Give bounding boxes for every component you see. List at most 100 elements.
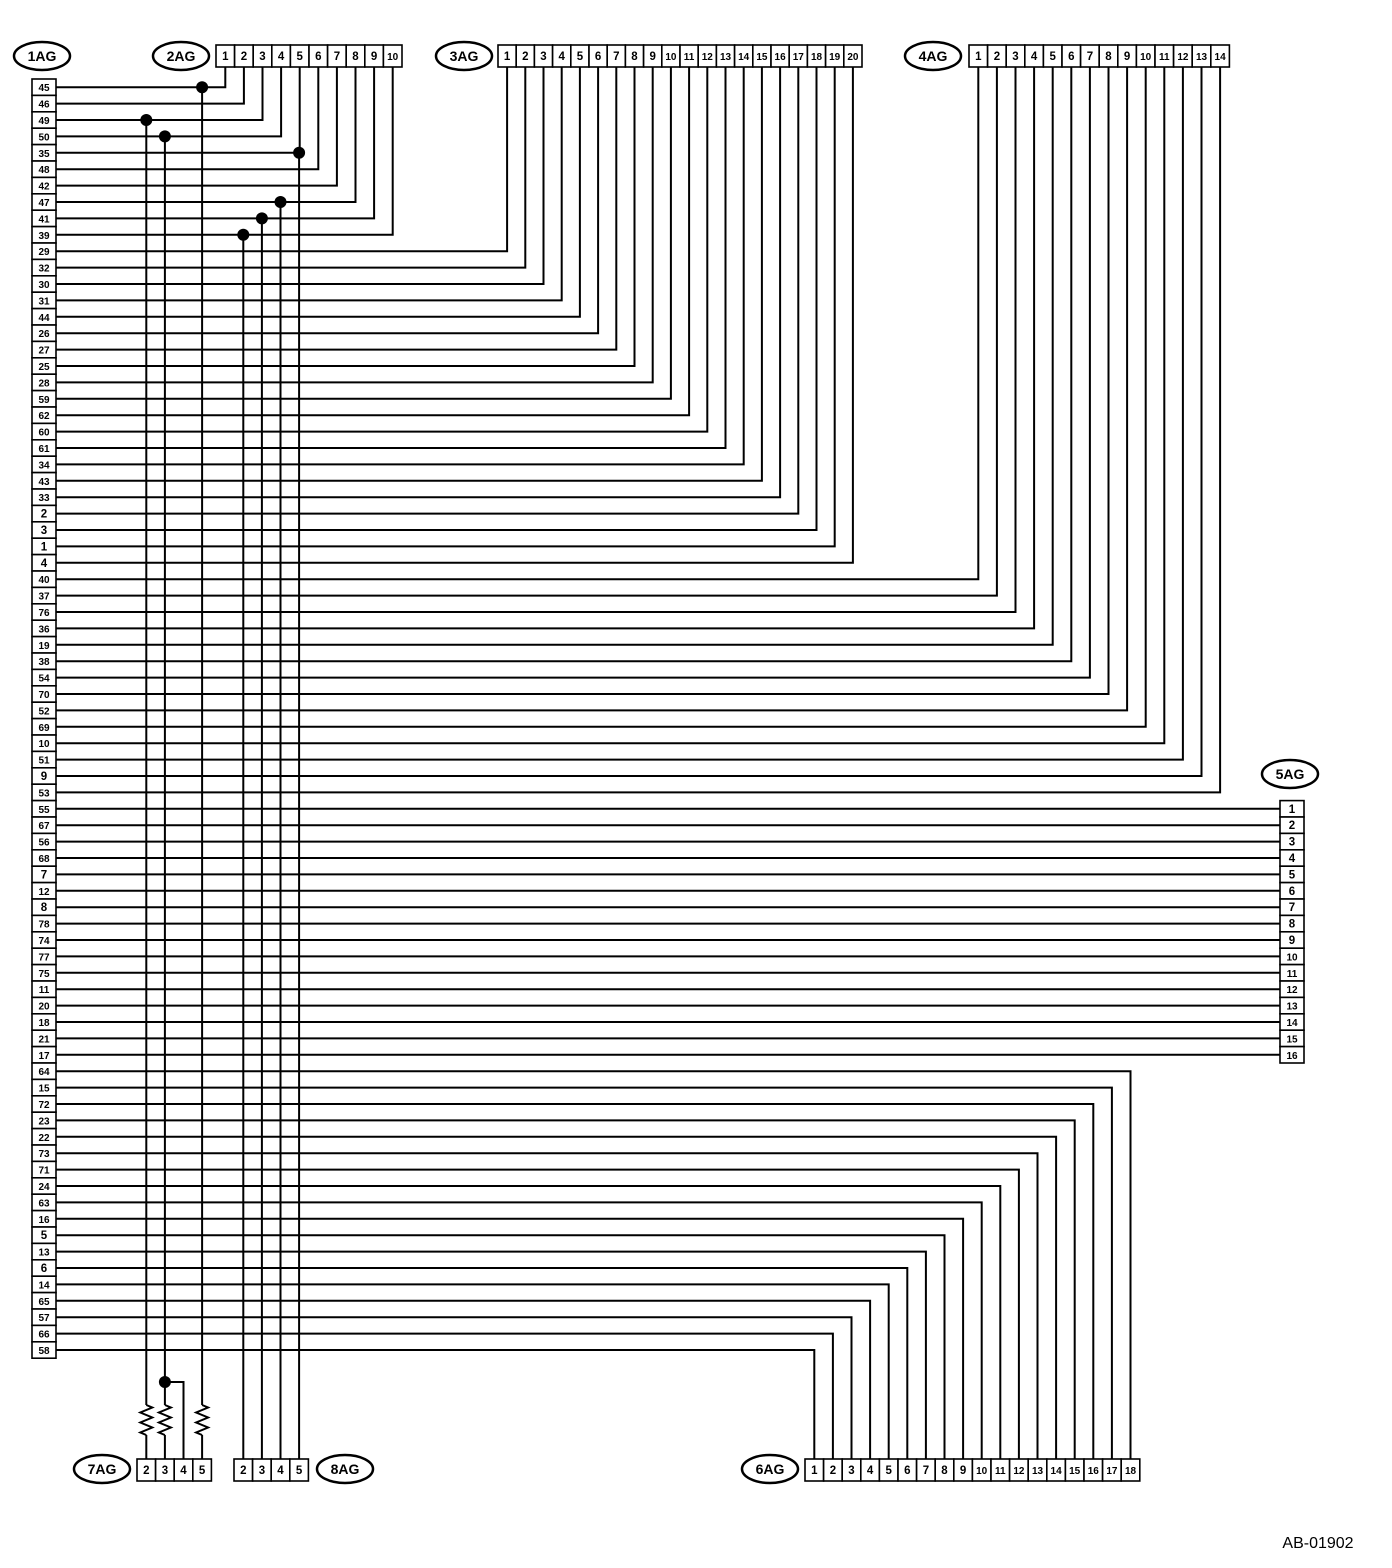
pin-1ag-48: 48 <box>31 160 57 179</box>
pin-3ag-7: 7 <box>606 44 627 68</box>
pin-1ag-38: 38 <box>31 652 57 671</box>
pin-5ag-12: 12 <box>1279 980 1305 999</box>
svg-text:2: 2 <box>41 509 47 521</box>
pin-1ag-53: 53 <box>31 783 57 802</box>
wires <box>56 67 1280 1459</box>
svg-text:8: 8 <box>1289 919 1296 931</box>
wire-1ag-9-4ag-13 <box>56 67 1203 777</box>
wire-1ag-34-3ag-14 <box>56 67 745 466</box>
svg-text:6: 6 <box>595 51 601 63</box>
wire-1ag-5-6ag-8 <box>56 1234 946 1459</box>
svg-text:22: 22 <box>38 1133 50 1144</box>
pin-1ag-64: 64 <box>31 1062 57 1081</box>
svg-text:7: 7 <box>613 51 619 63</box>
svg-text:65: 65 <box>38 1297 50 1308</box>
svg-text:16: 16 <box>38 1215 50 1226</box>
pin-1ag-65: 65 <box>31 1291 57 1310</box>
svg-text:47: 47 <box>38 198 50 209</box>
svg-text:12: 12 <box>702 52 714 63</box>
pin-1ag-15: 15 <box>31 1078 57 1097</box>
svg-text:7: 7 <box>1087 51 1093 63</box>
svg-text:18: 18 <box>38 1018 50 1029</box>
svg-text:39: 39 <box>38 231 50 242</box>
svg-text:2: 2 <box>143 1465 149 1477</box>
wire-1ag-72-6ag-16 <box>56 1103 1095 1459</box>
svg-text:14: 14 <box>1286 1018 1298 1029</box>
svg-text:77: 77 <box>38 952 50 963</box>
svg-text:5: 5 <box>577 51 584 63</box>
svg-text:3: 3 <box>162 1465 168 1477</box>
pin-1ag-36: 36 <box>31 619 57 638</box>
wire-1ag-24-6ag-11 <box>56 1185 1002 1459</box>
svg-text:40: 40 <box>38 575 50 586</box>
connector-pin-boxes: 4546495035484247413929323031442627252859… <box>31 44 1305 1482</box>
svg-text:19: 19 <box>829 52 841 63</box>
svg-text:3: 3 <box>848 1465 854 1477</box>
svg-text:2: 2 <box>1289 820 1295 832</box>
wire-1ag-3-3ag-18 <box>56 67 818 531</box>
resistor-symbol <box>137 1404 155 1436</box>
pin-6ag-2: 2 <box>822 1458 843 1482</box>
svg-text:1: 1 <box>811 1465 818 1477</box>
svg-text:56: 56 <box>38 838 50 849</box>
pin-5ag-6: 6 <box>1279 881 1305 900</box>
pin-6ag-15: 15 <box>1064 1458 1085 1482</box>
svg-text:15: 15 <box>1069 1466 1081 1477</box>
pin-5ag-7: 7 <box>1279 898 1305 917</box>
wire-7ag-4 <box>164 1381 185 1459</box>
pin-1ag-58: 58 <box>31 1341 57 1360</box>
svg-text:29: 29 <box>38 247 50 258</box>
pin-1ag-19: 19 <box>31 635 57 654</box>
svg-text:4: 4 <box>41 558 48 570</box>
pin-1ag-41: 41 <box>31 209 57 228</box>
pin-1ag-72: 72 <box>31 1095 57 1114</box>
pin-8ag-3: 3 <box>251 1458 273 1482</box>
svg-text:44: 44 <box>38 313 50 324</box>
pin-6ag-8: 8 <box>934 1458 955 1482</box>
pin-4ag-2: 2 <box>986 44 1007 68</box>
pin-3ag-19: 19 <box>824 44 845 68</box>
svg-text:8: 8 <box>352 51 359 63</box>
wire-1ag-36-4ag-4 <box>56 67 1036 630</box>
svg-text:34: 34 <box>38 460 50 471</box>
pin-1ag-33: 33 <box>31 488 57 507</box>
svg-text:2: 2 <box>241 51 247 63</box>
pin-1ag-66: 66 <box>31 1324 57 1343</box>
wire-1ag-30-3ag-3 <box>56 67 545 285</box>
pin-1ag-7: 7 <box>31 865 57 884</box>
svg-text:76: 76 <box>38 608 50 619</box>
pin-1ag-62: 62 <box>31 406 57 425</box>
svg-text:5: 5 <box>1049 51 1056 63</box>
svg-text:20: 20 <box>847 52 859 63</box>
pin-4ag-12: 12 <box>1172 44 1193 68</box>
pin-6ag-12: 12 <box>1008 1458 1029 1482</box>
svg-text:58: 58 <box>38 1346 50 1357</box>
svg-text:59: 59 <box>38 395 50 406</box>
svg-text:57: 57 <box>38 1313 50 1324</box>
wire-1ag-60-3ag-12 <box>56 67 709 433</box>
svg-text:11: 11 <box>39 985 50 996</box>
svg-text:10: 10 <box>1140 52 1152 63</box>
svg-text:3AG: 3AG <box>450 48 479 64</box>
svg-text:9: 9 <box>41 771 47 783</box>
pin-1ag-74: 74 <box>31 930 57 949</box>
svg-text:38: 38 <box>38 657 50 668</box>
svg-text:15: 15 <box>38 1084 50 1095</box>
pin-2ag-10: 10 <box>382 44 403 68</box>
svg-text:9: 9 <box>371 51 377 63</box>
wire-1ag-16-6ag-9 <box>56 1217 965 1459</box>
pin-1ag-11: 11 <box>31 980 57 999</box>
pin-1ag-22: 22 <box>31 1127 57 1146</box>
svg-text:49: 49 <box>38 116 50 127</box>
connector-label-4ag: 4AG <box>903 40 963 72</box>
pin-1ag-50: 50 <box>31 127 57 146</box>
pin-1ag-55: 55 <box>31 799 57 818</box>
svg-text:51: 51 <box>38 756 50 767</box>
svg-text:17: 17 <box>793 52 805 63</box>
pin-6ag-10: 10 <box>971 1458 992 1482</box>
wire-1ag-26-3ag-6 <box>56 67 600 335</box>
svg-text:23: 23 <box>38 1116 50 1127</box>
pin-1ag-56: 56 <box>31 832 57 851</box>
svg-text:6: 6 <box>41 1263 47 1275</box>
pin-4ag-1: 1 <box>968 44 989 68</box>
